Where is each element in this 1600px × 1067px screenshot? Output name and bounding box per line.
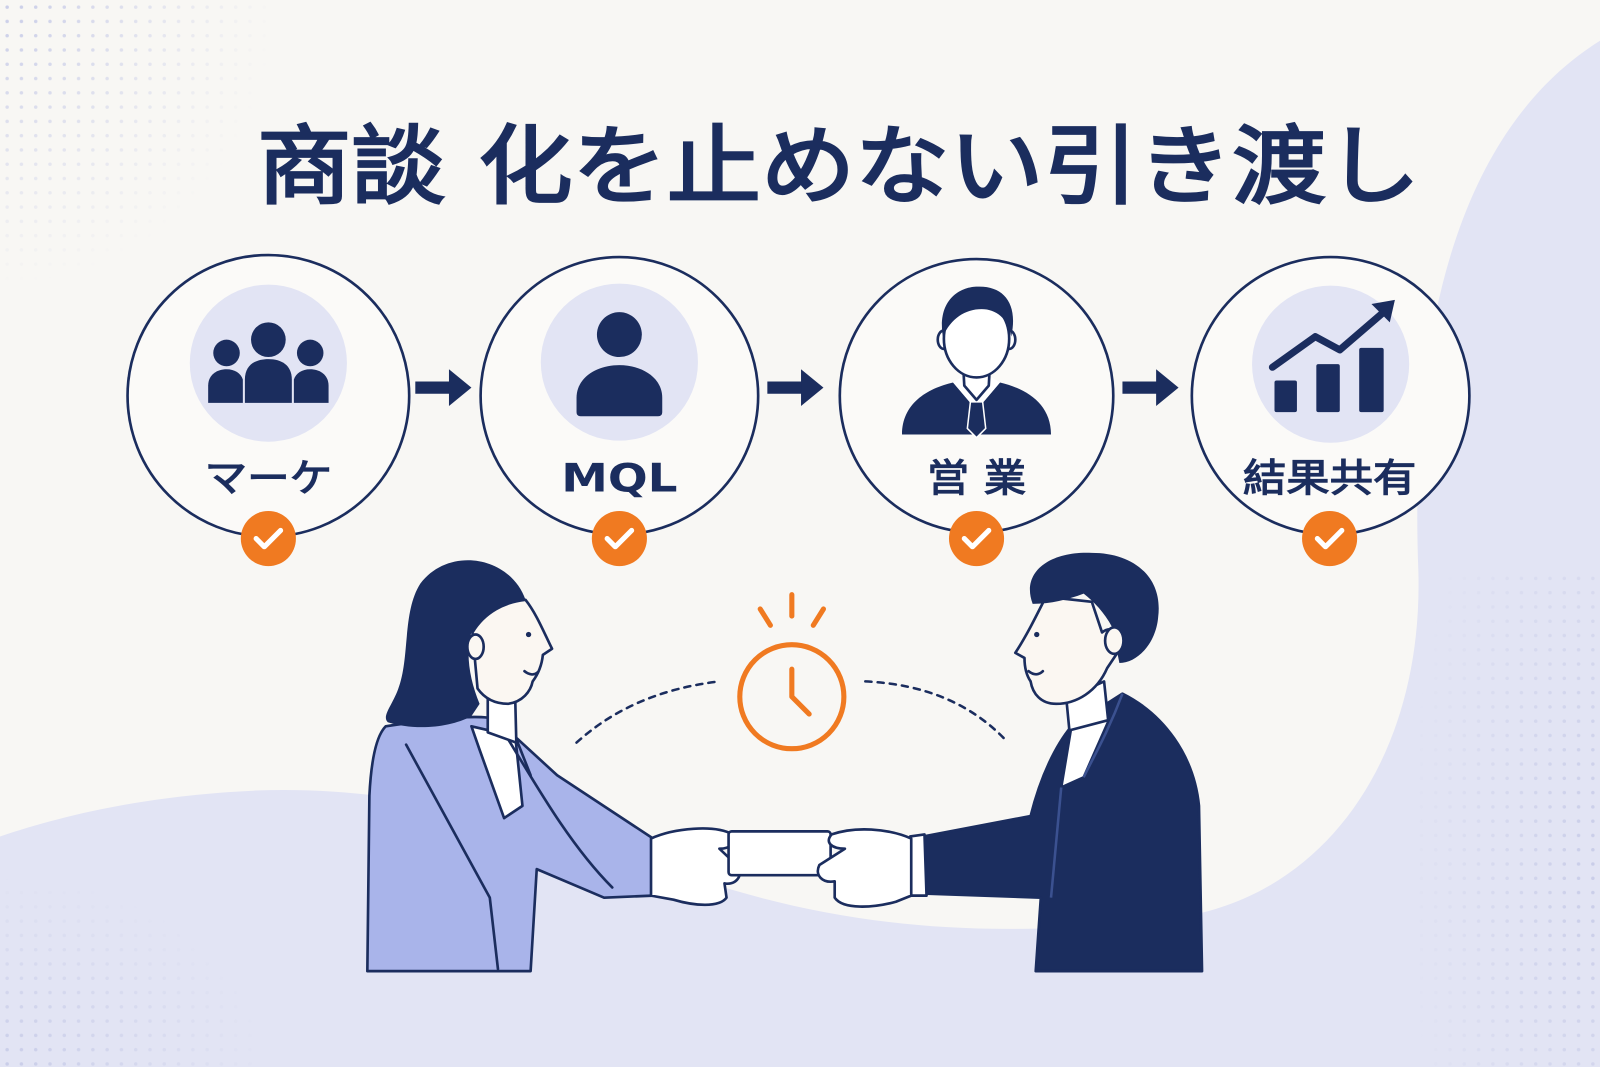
man-eye [1034, 631, 1040, 638]
woman-hands [649, 827, 742, 907]
clock-icon [737, 592, 847, 752]
businessman-icon [902, 286, 1052, 439]
man-hands [816, 828, 913, 908]
man-shirt-cuff [908, 833, 928, 897]
step-check-badge [948, 511, 1005, 567]
man-figure [816, 552, 1204, 973]
handoff-card [727, 830, 832, 877]
step-marketing: マーケ [126, 253, 411, 567]
dashed-arc-right [864, 680, 1008, 742]
check-icon [253, 527, 284, 550]
dot-pattern-top-left [0, 0, 276, 286]
man-suit [922, 692, 1204, 973]
flow-arrow-icon [1122, 369, 1179, 406]
woman-face [471, 598, 554, 706]
woman-hair [385, 560, 526, 728]
check-icon [604, 527, 635, 550]
woman-figure [366, 560, 742, 973]
step-sales: 営 業 [838, 257, 1115, 567]
flow-arrow-icon [415, 369, 472, 406]
step-check-badge [591, 511, 647, 567]
step-check-badge [1302, 511, 1358, 567]
woman-eye [525, 631, 532, 638]
dot-pattern-right [1408, 571, 1600, 1067]
dashed-arc-left [575, 680, 721, 744]
step-label: マーケ [205, 457, 333, 502]
page-title: 商談 化を止めない引き渡し [257, 117, 1420, 217]
woman-ear [466, 633, 485, 661]
step-share-results: 結果共有 [1190, 255, 1471, 567]
man-hair [1029, 552, 1159, 664]
man-ear [1103, 626, 1125, 656]
icon-backdrop [540, 283, 698, 441]
alert-rays-icon [757, 592, 827, 628]
step-check-badge [240, 511, 296, 567]
step-label: 営 業 [927, 457, 1026, 502]
flow-arrow-icon [767, 369, 824, 406]
step-label: 結果共有 [1243, 457, 1416, 502]
check-icon [961, 527, 992, 550]
step-mql: MQL [479, 255, 760, 567]
check-icon [1314, 527, 1345, 550]
team-icon [208, 322, 329, 403]
dot-pattern-bottom-left [0, 877, 266, 1067]
step-label: MQL [561, 457, 677, 502]
growth-chart-icon [1268, 299, 1395, 413]
user-icon [576, 312, 663, 417]
